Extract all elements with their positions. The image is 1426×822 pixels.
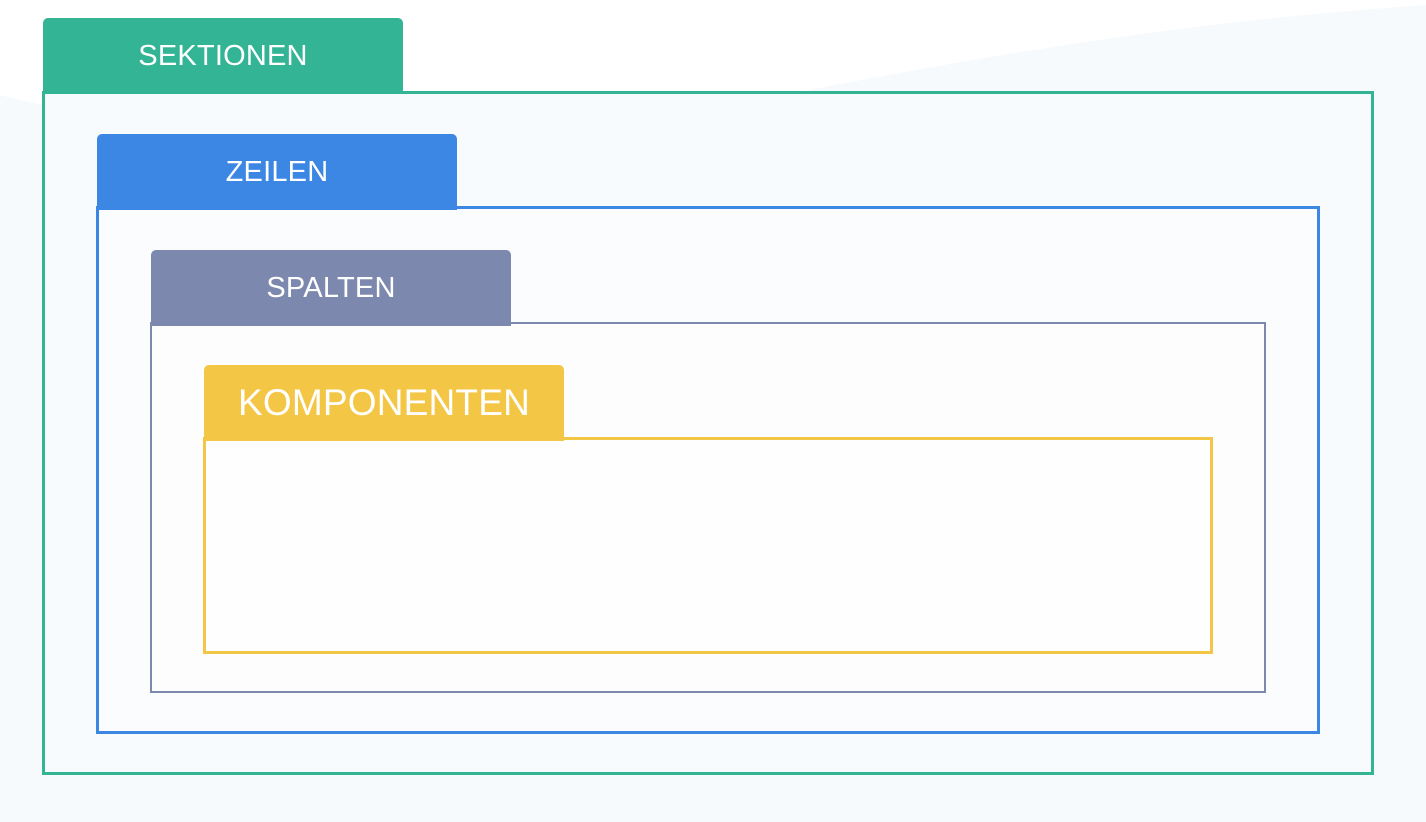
section-label: SEKTIONEN: [138, 39, 308, 72]
row-label: ZEILEN: [225, 155, 329, 188]
component-tab: KOMPONENTEN: [204, 365, 564, 441]
component-label: KOMPONENTEN: [237, 382, 531, 423]
column-tab: SPALTEN: [151, 250, 511, 326]
component-container: [203, 437, 1213, 654]
section-tab: SEKTIONEN: [43, 18, 403, 94]
row-tab: ZEILEN: [97, 134, 457, 210]
column-label: SPALTEN: [266, 271, 396, 304]
